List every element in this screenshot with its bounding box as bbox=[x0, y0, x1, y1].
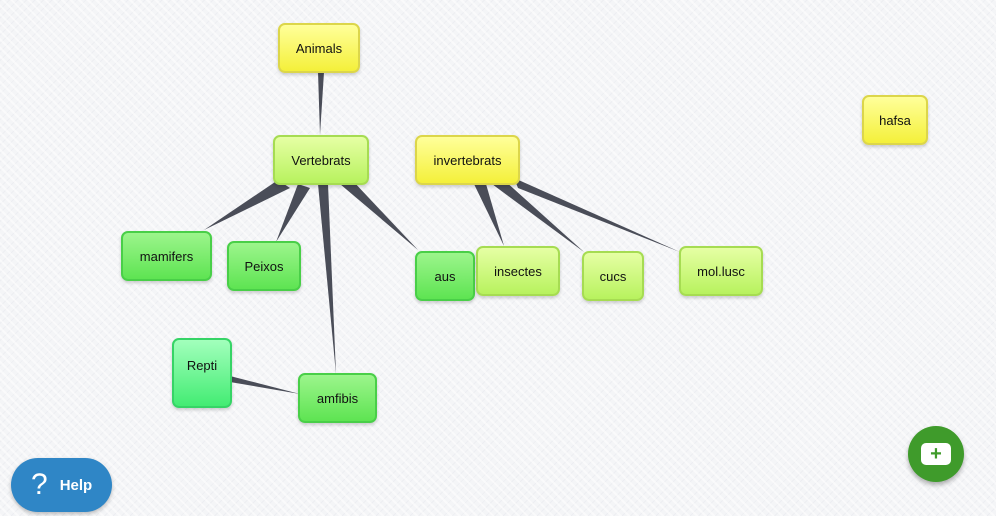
node-label: aus bbox=[434, 268, 456, 284]
node-amfibis[interactable]: amfibis bbox=[298, 373, 377, 423]
node-label: hafsa bbox=[879, 112, 911, 128]
plus-card-icon: + bbox=[921, 443, 951, 465]
node-aus[interactable]: aus bbox=[415, 251, 475, 301]
node-hafsa[interactable]: hafsa bbox=[862, 95, 928, 145]
node-peixos[interactable]: Peixos bbox=[227, 241, 301, 291]
node-repti[interactable]: Repti bbox=[172, 338, 232, 408]
node-animals[interactable]: Animals bbox=[278, 23, 360, 73]
link-invertebrats-cucs[interactable] bbox=[492, 180, 584, 252]
node-invertebrats[interactable]: invertebrats bbox=[415, 135, 520, 185]
node-label: Vertebrats bbox=[291, 152, 351, 168]
link-invertebrats-mollusc[interactable] bbox=[514, 178, 680, 252]
node-label: Animals bbox=[295, 40, 343, 56]
node-label: mamifers bbox=[139, 248, 194, 264]
add-node-button[interactable]: + bbox=[908, 426, 964, 482]
node-label: amfibis bbox=[316, 390, 359, 406]
link-vertebrats-amfibis[interactable] bbox=[318, 184, 336, 374]
node-label: insectes bbox=[494, 263, 542, 279]
link-vertebrats-mamifers[interactable] bbox=[204, 180, 290, 230]
plus-symbol: + bbox=[930, 443, 942, 465]
link-vertebrats-peixos[interactable] bbox=[276, 184, 310, 242]
question-mark-icon: ? bbox=[31, 468, 48, 501]
node-label: mol.lusc bbox=[697, 263, 745, 279]
link-animals-vertebrats[interactable] bbox=[318, 72, 324, 135]
node-insectes[interactable]: insectes bbox=[476, 246, 560, 296]
link-invertebrats-insectes[interactable] bbox=[474, 184, 504, 246]
node-mamifers[interactable]: mamifers bbox=[121, 231, 212, 281]
node-label: cucs bbox=[599, 268, 627, 284]
help-button[interactable]: ? Help bbox=[11, 458, 112, 512]
help-label: Help bbox=[59, 476, 93, 494]
link-repti-amfibis[interactable] bbox=[230, 376, 300, 394]
node-label: invertebrats bbox=[433, 152, 502, 168]
node-label: Peixos bbox=[244, 258, 284, 274]
link-vertebrats-aus[interactable] bbox=[340, 180, 418, 250]
node-vertebrats[interactable]: Vertebrats bbox=[273, 135, 369, 185]
node-mollusc[interactable]: mol.lusc bbox=[679, 246, 763, 296]
node-cucs[interactable]: cucs bbox=[582, 251, 644, 301]
node-label: Repti bbox=[186, 358, 218, 373]
